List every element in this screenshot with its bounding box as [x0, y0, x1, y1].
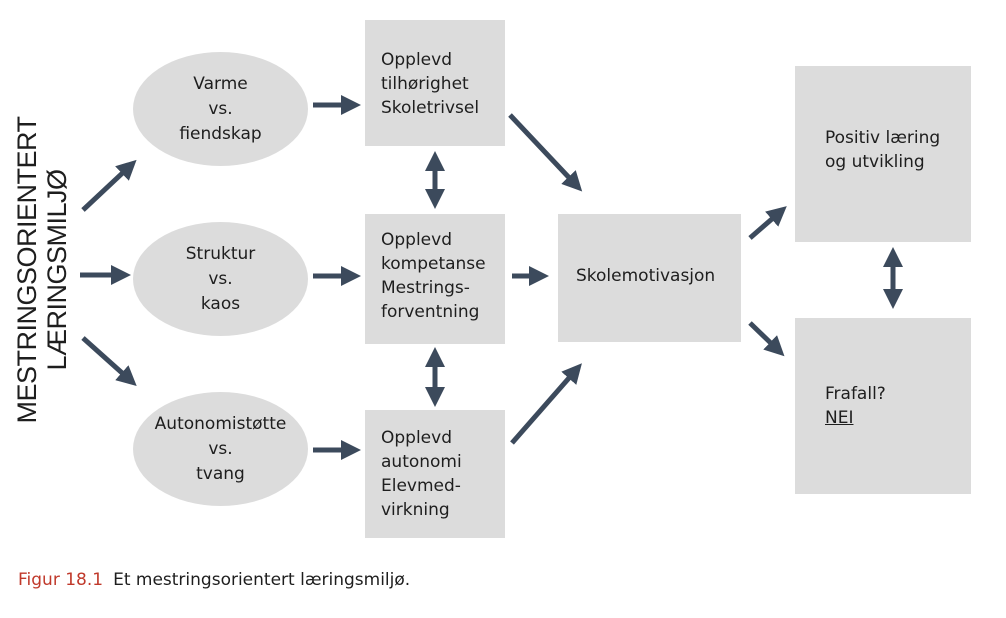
- side-title: MESTRINGSORIENTERT LÆRINGSMILJØ: [12, 110, 92, 430]
- box-competence-line4: forventning: [381, 302, 480, 322]
- figure-number: Figur 18.1: [18, 570, 104, 590]
- arrow-motivation-to-positive: [748, 206, 787, 240]
- ellipse-structure-line2: vs.: [208, 268, 233, 289]
- box-positive-outcome: Positiv læring og utvikling: [795, 66, 971, 242]
- box-competence: Opplevd kompetanse Mestrings- forventnin…: [365, 214, 505, 344]
- ellipse-warmth-line1: Varme: [193, 73, 248, 94]
- ellipse-structure-line1: Struktur: [185, 243, 256, 264]
- ellipse-autonomy-line2: vs.: [208, 438, 233, 459]
- ellipse-warmth-line2: vs.: [208, 98, 233, 119]
- box-positive-line2: og utvikling: [825, 152, 925, 172]
- ellipse-warmth: Varme vs. fiendskap: [133, 52, 308, 166]
- box-dropout: Frafall? NEI: [795, 318, 971, 494]
- ellipse-autonomy: Autonomistøtte vs. tvang: [133, 392, 308, 506]
- side-title-line1: MESTRINGSORIENTERT: [12, 116, 42, 424]
- box-autonomy-line1: Opplevd: [381, 428, 452, 448]
- ellipse-warmth-line3: fiendskap: [179, 123, 262, 144]
- figure-caption: Figur 18.1 Et mestringsorientert læringsm…: [18, 570, 410, 590]
- arrow-belonging-to-motivation: [508, 113, 583, 192]
- box-motivation-label: Skolemotivasjon: [576, 266, 716, 286]
- box-competence-line1: Opplevd: [381, 230, 452, 250]
- figure-caption-text: Et mestringsorientert læringsmiljø.: [113, 570, 411, 590]
- ellipse-autonomy-line1: Autonomistøtte: [154, 413, 287, 434]
- box-belonging-line2: tilhørighet: [381, 74, 469, 94]
- box-autonomy-line3: Elevmed-: [381, 476, 461, 496]
- box-dropout-line1: Frafall?: [825, 384, 886, 404]
- arrow-title-to-warmth: [81, 159, 137, 212]
- box-positive-line1: Positiv læring: [825, 128, 941, 148]
- ellipse-structure: Struktur vs. kaos: [133, 222, 308, 336]
- box-belonging: Opplevd tilhørighet Skoletrivsel: [365, 20, 505, 146]
- ellipse-structure-line3: kaos: [200, 293, 241, 314]
- ellipse-autonomy-line3: tvang: [196, 463, 245, 484]
- box-autonomy-line2: autonomi: [381, 452, 462, 472]
- box-competence-line3: Mestrings-: [381, 278, 470, 298]
- box-autonomy-line4: virkning: [381, 500, 450, 520]
- box-belonging-line3: Skoletrivsel: [381, 98, 480, 118]
- box-dropout-line2: NEI: [825, 408, 854, 428]
- box-motivation: Skolemotivasjon: [558, 214, 741, 342]
- arrow-motivation-to-dropout: [748, 321, 785, 357]
- box-autonomy: Opplevd autonomi Elevmed- virkning: [365, 410, 505, 538]
- arrow-title-to-autonomy: [81, 336, 137, 386]
- box-competence-line2: kompetanse: [381, 254, 486, 274]
- side-title-line2: LÆRINGSMILJØ: [42, 169, 72, 371]
- arrow-autonomy-to-motivation: [510, 363, 582, 445]
- box-belonging-line1: Opplevd: [381, 50, 452, 70]
